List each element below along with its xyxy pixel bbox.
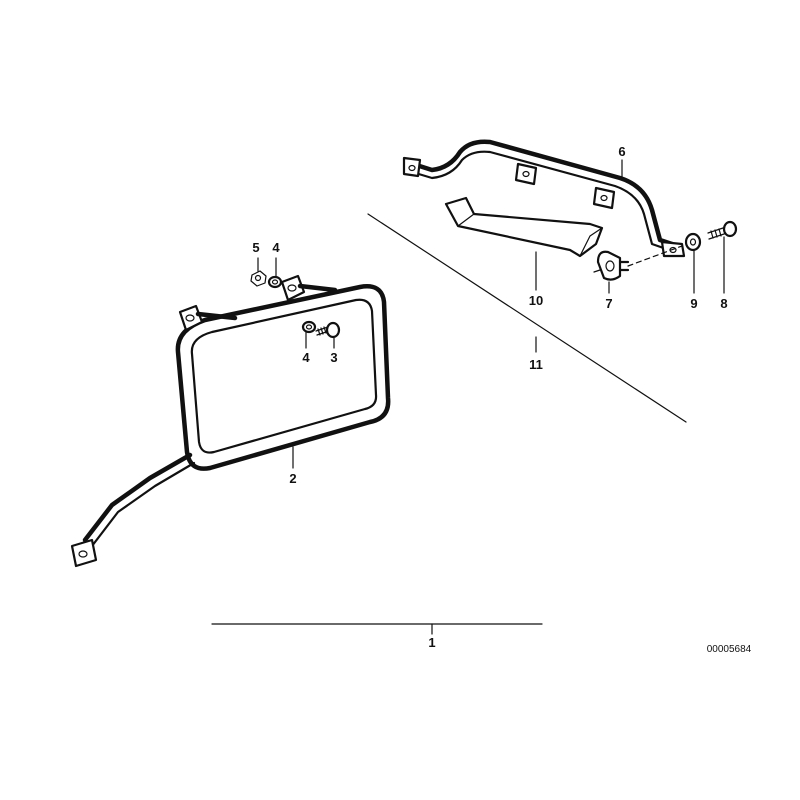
washer-part-4-lower[interactable] xyxy=(301,320,317,334)
frame-part-2[interactable] xyxy=(70,274,391,568)
bolt-part-8[interactable] xyxy=(707,220,738,240)
callout-1: 1 xyxy=(428,635,435,650)
callout-9: 9 xyxy=(690,296,697,311)
callout-2: 2 xyxy=(289,471,296,486)
washer-part-4-upper[interactable] xyxy=(267,275,283,289)
assembly-dashed-line xyxy=(627,245,683,267)
strap-part-10[interactable] xyxy=(444,196,604,258)
callout-7: 7 xyxy=(605,296,612,311)
bolt-part-3[interactable] xyxy=(315,321,341,339)
nut-part-5[interactable] xyxy=(250,270,267,287)
callout-3: 3 xyxy=(330,350,337,365)
callout-4-lower: 4 xyxy=(302,350,310,365)
callout-11: 11 xyxy=(529,357,543,372)
clamp-part-7[interactable] xyxy=(593,250,630,281)
callout-6: 6 xyxy=(618,144,625,159)
leader-lines xyxy=(257,159,725,635)
group-separator-line xyxy=(367,213,687,423)
carrier-bar-part-6[interactable] xyxy=(402,139,686,258)
callout-5: 5 xyxy=(252,240,259,255)
drawing-code: 00005684 xyxy=(707,644,752,655)
callout-8: 8 xyxy=(720,296,727,311)
callout-4-upper: 4 xyxy=(272,240,280,255)
washer-part-9[interactable] xyxy=(684,232,702,252)
callout-10: 10 xyxy=(529,293,543,308)
